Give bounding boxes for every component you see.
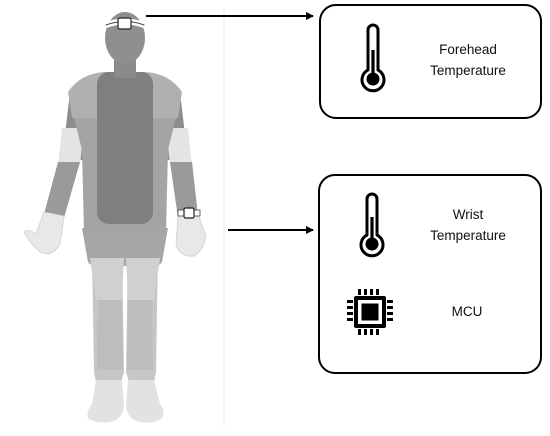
thermometer-icon xyxy=(360,23,386,93)
microchip-icon xyxy=(347,289,393,335)
thigh-light xyxy=(90,258,124,300)
forehead-box-frame xyxy=(319,4,542,119)
forehead-temperature-box: Forehead Temperature xyxy=(319,4,542,119)
forehead-sensor-chip xyxy=(117,17,132,30)
right-forearm xyxy=(170,162,198,218)
left-foot xyxy=(87,380,124,423)
left-elbow xyxy=(58,128,84,165)
right-foot xyxy=(126,380,164,423)
wrist-sensor-chip xyxy=(183,207,195,219)
thermometer-icon xyxy=(359,192,385,258)
wrist-sensor xyxy=(177,207,201,219)
torso-dark-patch xyxy=(97,72,153,224)
left-forearm xyxy=(44,162,80,218)
wrist-temperature-box: Wrist Temperature xyxy=(318,174,542,374)
thigh-light-right xyxy=(126,258,160,300)
left-shin xyxy=(97,300,123,370)
wrist-label-line1: Wrist xyxy=(453,207,484,222)
forehead-sensor xyxy=(103,17,147,30)
mcu-label: MCU xyxy=(452,304,483,319)
wrist-box-frame xyxy=(318,174,542,374)
right-shin xyxy=(127,300,153,370)
human-body-figure xyxy=(23,12,207,423)
forehead-label-line1: Forehead xyxy=(439,42,497,57)
forehead-label-line2: Temperature xyxy=(430,63,506,78)
left-hand xyxy=(23,211,65,255)
neck xyxy=(114,58,136,78)
right-elbow xyxy=(166,128,192,165)
right-hand xyxy=(175,213,207,257)
wrist-label-line2: Temperature xyxy=(430,228,506,243)
